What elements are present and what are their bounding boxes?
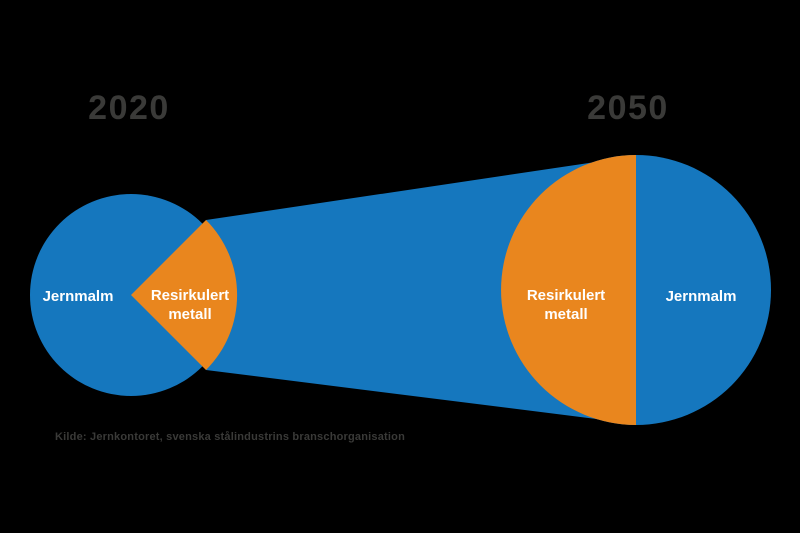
pie-2050-resirkulert-slice [501,155,636,425]
label-2050-resirkulert-line2: metall [544,306,587,323]
label-2050-jernmalm: Jernmalm [666,288,737,305]
year-title-2020: 2020 [88,89,170,127]
label-2020-jernmalm: Jernmalm [43,288,114,305]
label-2050-resirkulert-line1: Resirkulert [527,287,605,304]
pie-2020-resirkulert-slice [131,220,238,370]
source-attribution: Kilde: Jernkontoret, svenska stålindustr… [55,431,405,443]
label-2020-resirkulert-line1: Resirkulert [151,287,229,304]
label-2020-resirkulert-line2: metall [168,306,211,323]
year-title-2050: 2050 [587,89,669,127]
